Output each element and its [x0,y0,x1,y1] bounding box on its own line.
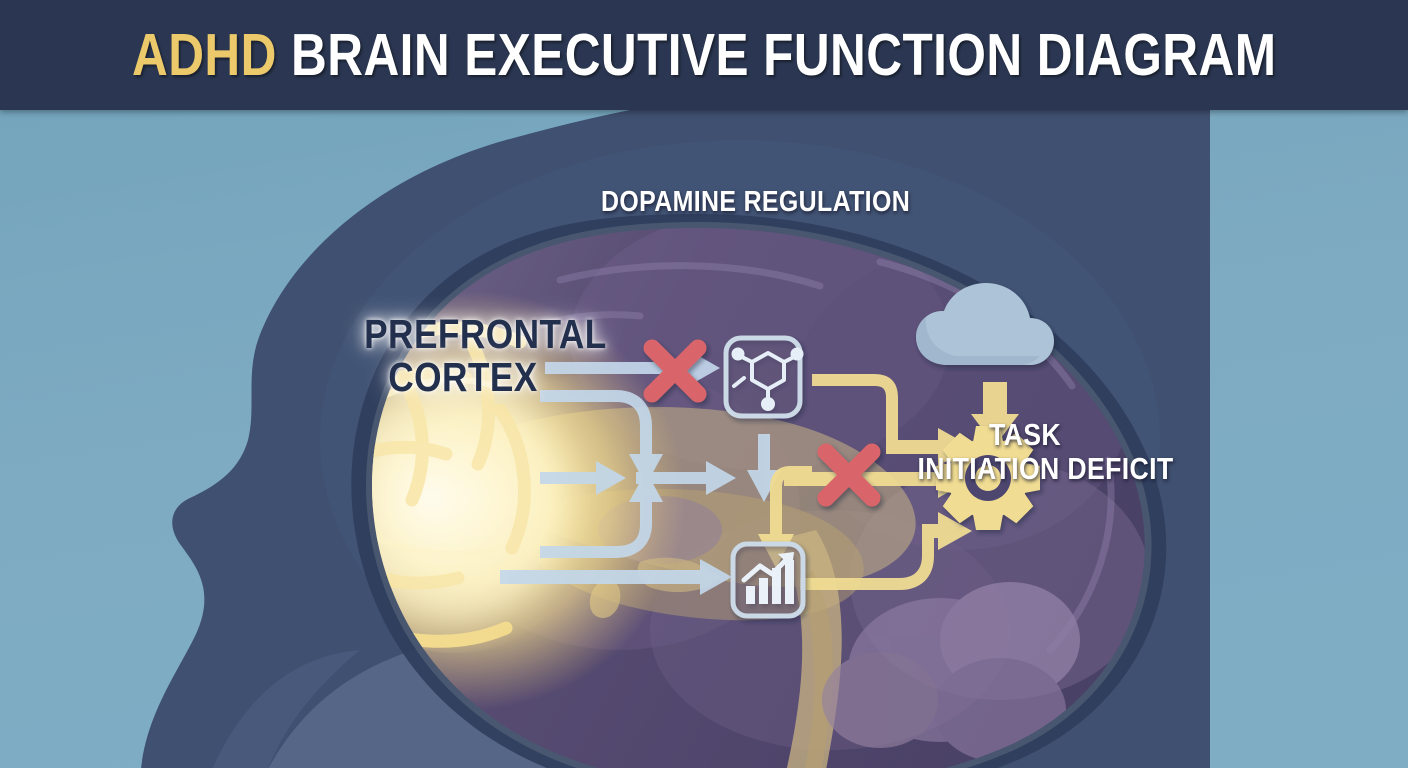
flow-dopamine-to-gear-top [812,374,972,466]
bar-chart-trend-icon [741,552,794,604]
label-task-initiation-deficit: TASK INITIATION DEFICIT [917,417,1174,487]
flow-cortex-to-metric [500,559,732,595]
label-prefrontal-line1: PREFRONTAL [364,311,607,357]
molecule-icon [731,347,804,411]
flow-cortex-mid-right [540,461,626,495]
label-task-line1: TASK [989,417,1061,452]
label-prefrontal-cortex: PREFRONTAL CORTEX [364,311,607,401]
x-marker [817,443,881,507]
page-title: ADHD BRAIN EXECUTIVE FUNCTION DIAGRAM [132,25,1276,85]
block-task-output [817,443,881,507]
flow-mid-to-gear [784,460,972,498]
header-bar: ADHD BRAIN EXECUTIVE FUNCTION DIAGRAM [0,0,1408,110]
dopamine-icon-box [723,335,804,419]
label-prefrontal-line2: CORTEX [388,354,538,401]
title-highlight: ADHD [131,21,277,88]
metric-icon-box [730,541,806,619]
flow-cortex-to-dopamine [545,351,720,385]
x-marker [643,339,707,403]
flow-metric-to-gear [800,512,972,590]
gear-icon [936,426,1040,530]
block-dopamine-input [643,339,707,403]
label-dopamine-regulation: DOPAMINE REGULATION [601,186,911,218]
illustration-area [0,110,1408,768]
label-task-line2: INITIATION DEFICIT [917,451,1174,487]
flow-cortex-mid-right-2 [636,461,736,495]
flow-cortex-up-mid [540,471,663,558]
cerebellum [822,582,1080,762]
title-rest: BRAIN EXECUTIVE FUNCTION DIAGRAM [290,21,1277,88]
cloud-icon [916,283,1054,365]
